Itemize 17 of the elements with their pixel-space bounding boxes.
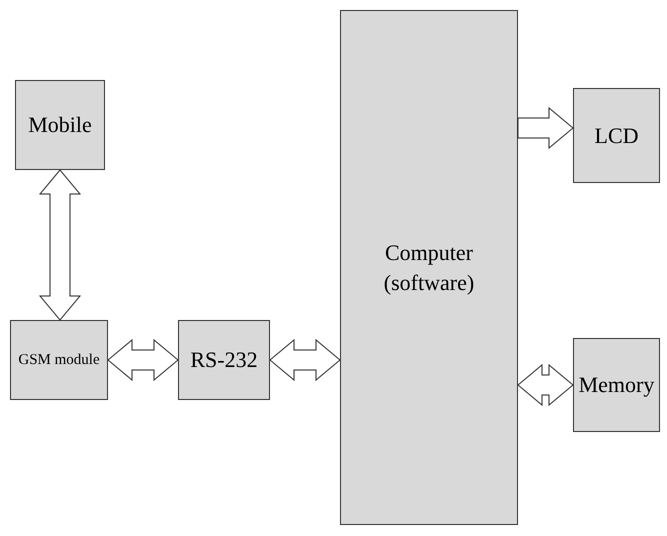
block-box	[573, 88, 660, 183]
block-box	[340, 10, 518, 525]
block-box	[178, 320, 270, 400]
double-block-arrow	[517, 364, 574, 406]
block-label: LCD	[594, 122, 638, 150]
block-box	[10, 320, 108, 400]
double-block-arrow	[107, 338, 179, 382]
block-label: Mobile	[28, 111, 92, 140]
double-block-arrow	[518, 106, 574, 150]
block-label: RS-232	[190, 346, 258, 374]
block-label: Computer (software)	[382, 238, 476, 297]
block-label: GSM module	[18, 350, 100, 370]
block-label: Memory	[578, 371, 654, 400]
block-box	[573, 338, 660, 432]
double-block-arrow	[269, 338, 341, 382]
double-block-arrow	[38, 169, 82, 321]
block-box	[15, 80, 105, 170]
